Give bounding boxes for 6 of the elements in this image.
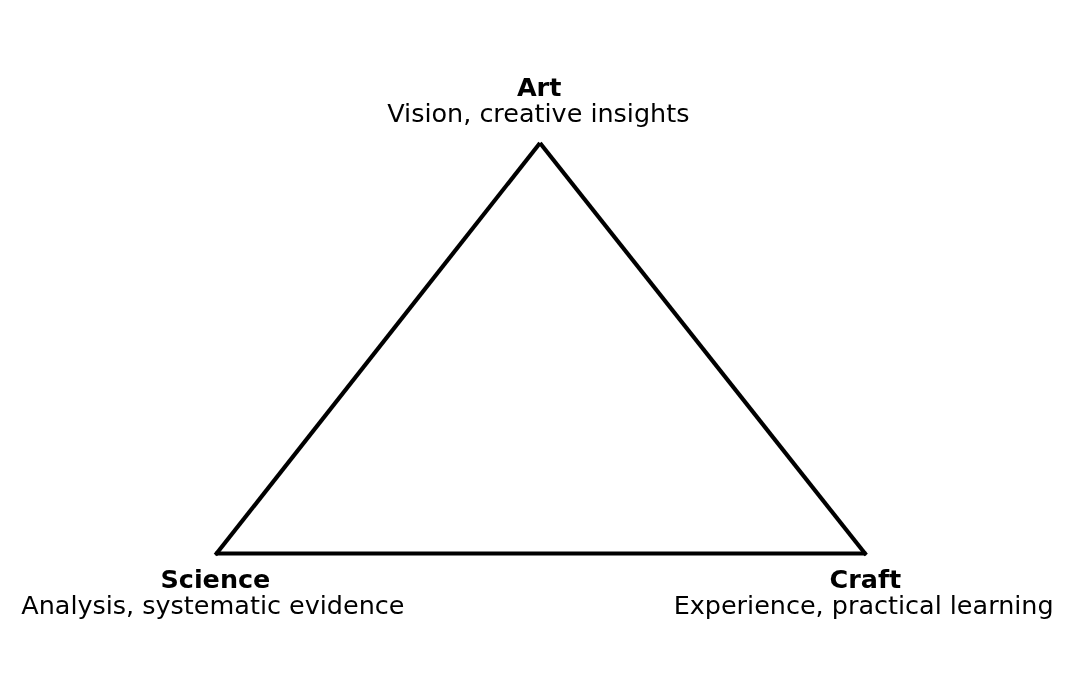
connector	[538, 141, 868, 557]
connector	[213, 141, 542, 557]
connector	[215, 551, 867, 556]
node-text: Craft Experience, practical learning	[673, 564, 1054, 620]
node-text: Art Vision, creative insights	[387, 72, 690, 128]
node-text: Science Analysis, systematic evidence	[21, 564, 405, 620]
